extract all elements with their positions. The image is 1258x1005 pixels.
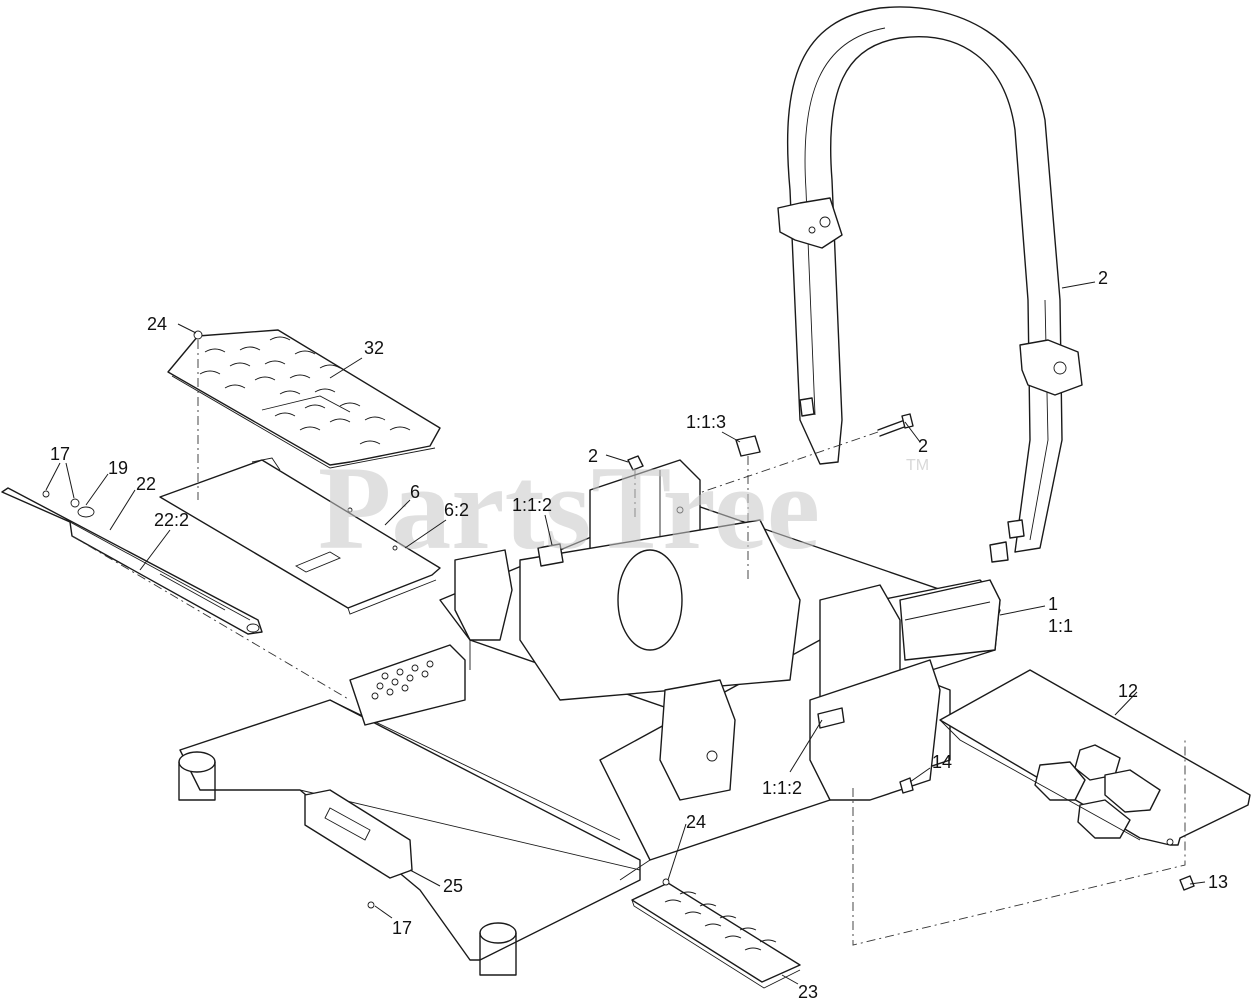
watermark-trademark: TM <box>906 457 929 474</box>
callout-6-2: 6:2 <box>444 500 469 520</box>
screw-17-top-b <box>70 498 80 508</box>
callout-14: 14 <box>932 752 952 772</box>
callout-12: 12 <box>1118 681 1138 701</box>
screw-17-bottom <box>367 901 375 909</box>
callout-32: 32 <box>364 338 384 358</box>
side-rail-22 <box>1 487 263 635</box>
callout-22-2: 22:2 <box>154 510 189 530</box>
shield-12 <box>939 669 1251 846</box>
callout-24-bottom: 24 <box>686 812 706 832</box>
screw-24-bottom <box>662 878 670 886</box>
decal-1-1-2-right <box>817 707 845 729</box>
callout-2-bolt: 2 <box>918 436 928 456</box>
callout-17-bottom: 17 <box>392 918 412 938</box>
foot-plate-32 <box>167 329 441 469</box>
callout-labels: 24 32 17 19 22 22:2 6 6:2 1:1:2 2 1:1:3 … <box>50 268 1228 1002</box>
callout-25: 25 <box>443 876 463 896</box>
callout-22: 22 <box>136 474 156 494</box>
callout-2-rops: 2 <box>1098 268 1108 288</box>
callout-19: 19 <box>108 458 128 478</box>
callout-1-1: 1:1 <box>1048 616 1073 636</box>
foot-plate-23 <box>631 882 801 989</box>
callout-2-nut: 2 <box>588 446 598 466</box>
watermark: PartsTree <box>318 441 820 574</box>
callout-1: 1 <box>1048 594 1058 614</box>
nut-2 <box>627 455 644 471</box>
bolt-14 <box>899 777 914 794</box>
callout-1-1-2-right: 1:1:2 <box>762 778 802 798</box>
roll-bar <box>777 6 1083 563</box>
callout-1-1-2-left: 1:1:2 <box>512 495 552 515</box>
nut-13 <box>1179 875 1195 891</box>
callout-6: 6 <box>410 482 420 502</box>
rops-bolt <box>619 413 914 521</box>
bracket-25 <box>304 789 413 879</box>
main-frame-1 <box>178 459 1001 976</box>
screw-17-top-a <box>42 490 50 498</box>
decal-1-1-2-left <box>537 543 564 567</box>
callout-1-1-3: 1:1:3 <box>686 412 726 432</box>
leader-lines <box>45 281 1206 985</box>
callout-23: 23 <box>798 982 818 1002</box>
callout-24-top: 24 <box>147 314 167 334</box>
decal-1-1-3 <box>735 435 761 457</box>
callout-13: 13 <box>1208 872 1228 892</box>
floor-pan-6 <box>159 457 441 615</box>
callout-17-top: 17 <box>50 444 70 464</box>
